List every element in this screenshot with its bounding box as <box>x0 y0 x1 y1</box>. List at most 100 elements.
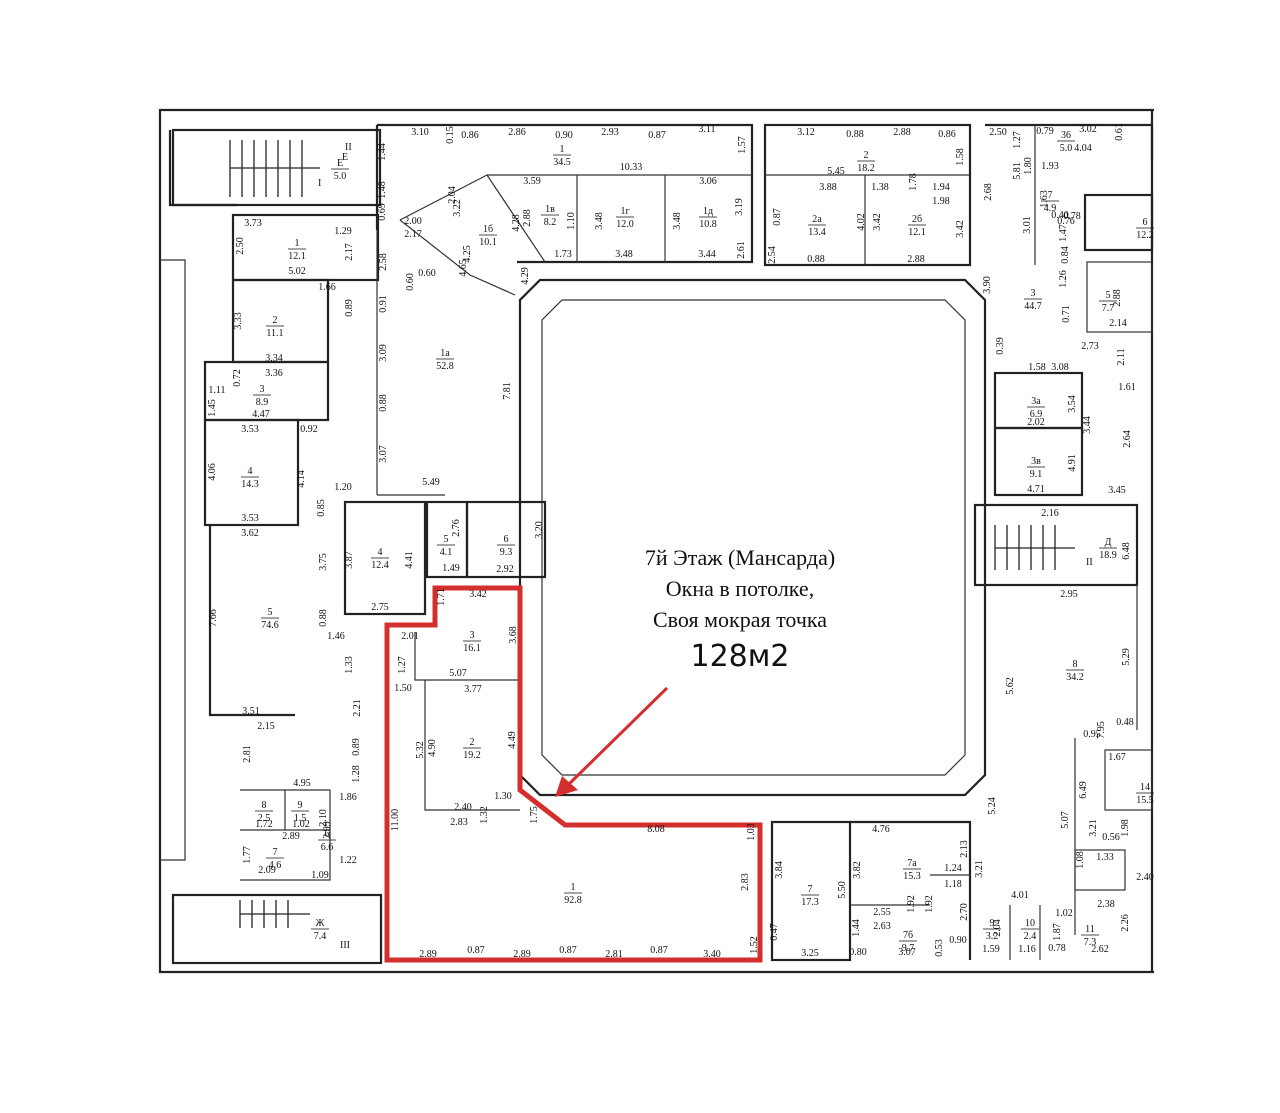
room-number-r3v: 3в <box>1031 456 1041 467</box>
dimension-label: 0.69 <box>377 203 388 221</box>
room-number-b9: 9 <box>990 918 995 929</box>
room-number-r1d: 1д <box>703 206 713 217</box>
room-number-s7: 7 <box>273 847 278 858</box>
dimension-label: 1.59 <box>982 944 1000 955</box>
dimension-label: 5.62 <box>1005 677 1016 695</box>
dimension-label: 4.01 <box>1011 890 1029 901</box>
pointer-arrow-head <box>555 776 578 797</box>
dimension-label: 1.73 <box>554 249 572 260</box>
dimension-label: 4.49 <box>507 731 518 749</box>
dimension-label: 3.25 <box>801 948 819 959</box>
room-number-r14: 14 <box>1140 782 1150 793</box>
room-area-b11: 7.3 <box>1084 937 1097 948</box>
dimension-label: 2.89 <box>419 949 437 960</box>
dimension-label: 2.04 <box>447 186 458 204</box>
dimension-label: 2.50 <box>235 237 246 255</box>
dimension-label: 3.40 <box>703 949 721 960</box>
dimension-label: 10.33 <box>620 162 643 173</box>
room-number-rd: Д <box>1105 537 1112 548</box>
dimension-label: 5.29 <box>1121 648 1132 666</box>
room-area-r1b: 10.1 <box>479 237 497 248</box>
dimension-label: 3.02 <box>1079 124 1097 135</box>
dimension-label: 2.02 <box>1027 417 1045 428</box>
dimension-label: 1.29 <box>334 226 352 237</box>
dimension-label: 2.40 <box>454 802 472 813</box>
dimension-label: 0.87 <box>467 945 485 956</box>
dimension-label: 0.53 <box>934 939 945 957</box>
dimension-label: 0.84 <box>1060 246 1071 264</box>
dimension-label: 0.60 <box>405 273 416 291</box>
dimension-label: 5.02 <box>288 266 306 277</box>
dimension-label: 0.95 <box>1083 729 1101 740</box>
dimension-label: 0.76 <box>1057 216 1075 227</box>
dimension-label: 4.90 <box>427 739 438 757</box>
room-area-c6: 9.3 <box>500 547 513 558</box>
dimension-label: 3.84 <box>774 861 785 879</box>
dimension-label: 1.98 <box>932 196 950 207</box>
room-area-h3: 16.1 <box>463 643 481 654</box>
room-number-r1g: 1г <box>620 206 629 217</box>
dimension-label: 7.66 <box>208 609 219 627</box>
dimension-label: 1.10 <box>566 212 577 230</box>
dimension-label: 2.73 <box>1081 341 1099 352</box>
dimension-label: 1.30 <box>494 791 512 802</box>
room-area-c5: 4.1 <box>440 547 453 558</box>
room-number-c4: 4 <box>378 547 383 558</box>
dimension-label: 2.83 <box>450 817 468 828</box>
room-number-s6: 6 <box>325 829 330 840</box>
room-number-r1b: 1б <box>483 224 493 235</box>
room-number-b10: 10 <box>1025 918 1035 929</box>
room-area-s7: 4.6 <box>269 860 282 871</box>
dimension-label: 5.24 <box>987 797 998 815</box>
room-number-r5: 5 <box>1106 290 1111 301</box>
dimension-label: 1.03 <box>746 823 757 841</box>
room-number-r1_top: 1 <box>560 144 565 155</box>
dimension-label: 1.24 <box>944 863 962 874</box>
dimension-label: 2.89 <box>513 949 531 960</box>
dimension-label: 1.08 <box>1075 851 1086 869</box>
stair-label-I: I <box>318 178 321 189</box>
dimension-label: 3.21 <box>974 860 985 878</box>
room-number-re: Е <box>337 158 343 169</box>
dimension-label: 5.45 <box>827 166 845 177</box>
dimension-label: 1.80 <box>1023 157 1034 175</box>
dimension-label: 2.81 <box>242 745 253 763</box>
room-number-c6: 6 <box>504 534 509 545</box>
dimension-label: 1.58 <box>955 148 966 166</box>
room-number-b7a: 7а <box>907 858 917 869</box>
dimension-label: 6.48 <box>1121 542 1132 560</box>
dimension-label: 0.87 <box>559 945 577 956</box>
dimension-label: 1.45 <box>207 399 218 417</box>
dimension-label: 3.12 <box>797 127 815 138</box>
room-area-l3: 8.9 <box>256 397 269 408</box>
dimension-label: 0.85 <box>316 499 327 517</box>
dimension-label: 4.91 <box>1067 454 1078 472</box>
dimension-label: 3.75 <box>318 553 329 571</box>
dimension-label: 1.58 <box>1028 362 1046 373</box>
dimension-label: 0.90 <box>949 935 967 946</box>
dimension-label: 3.10 <box>411 127 429 138</box>
dimension-label: 4.06 <box>207 463 218 481</box>
room-area-s6: 6.6 <box>321 842 334 853</box>
room-area-rd: 18.9 <box>1099 550 1117 561</box>
dimension-label: 3.09 <box>378 344 389 362</box>
room-area-r36: 5.0 <box>1060 143 1073 154</box>
dimension-label: 0.56 <box>1102 832 1120 843</box>
dimension-label: 0.87 <box>648 130 666 141</box>
dimension-label: 3.42 <box>872 213 883 231</box>
dimension-label: 0.88 <box>378 394 389 412</box>
dimension-label: 1.75 <box>529 806 540 824</box>
dimension-label: 2.13 <box>959 840 970 858</box>
dimension-label: 3.19 <box>734 198 745 216</box>
room-number-b11: 11 <box>1085 924 1095 935</box>
dimension-label: 0.15 <box>445 126 456 144</box>
dimension-label: 0.78 <box>1063 211 1081 222</box>
room-area-r1_top: 34.5 <box>553 157 571 168</box>
dimension-label: 4.25 <box>462 245 473 263</box>
dimension-label: 3.22 <box>452 199 463 217</box>
dimension-label: 8.08 <box>647 824 665 835</box>
left-wing <box>203 213 445 881</box>
stair-label-II-right: II <box>1086 557 1093 568</box>
dimension-label: 2.26 <box>1120 914 1131 932</box>
